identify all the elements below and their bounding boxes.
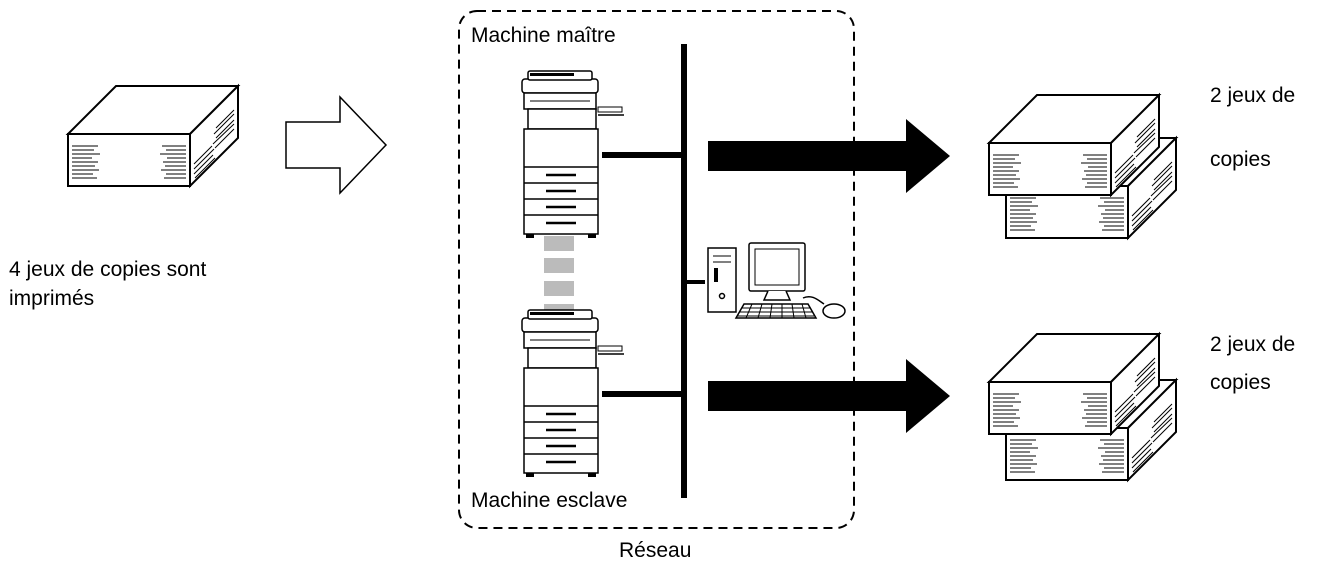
output-stack-top — [988, 94, 1177, 239]
computer-icon — [707, 242, 846, 319]
output-arrow-bottom — [708, 359, 950, 433]
tandem-link — [544, 236, 574, 318]
input-paper-stack — [67, 85, 239, 187]
output-bottom-label-line1: 2 jeux de — [1210, 333, 1296, 356]
output-top-label-line1: 2 jeux de — [1210, 84, 1296, 107]
slave-machine-label: Machine esclave — [471, 489, 628, 512]
network-boundary — [458, 10, 855, 529]
master-machine-label: Machine maître — [471, 24, 616, 47]
output-arrow-top — [708, 119, 950, 193]
input-caption-line1: 4 jeux de copies sont — [9, 258, 207, 281]
network-label: Réseau — [619, 539, 692, 562]
output-stack-bottom — [988, 333, 1177, 481]
input-caption-line2: imprimés — [9, 287, 95, 310]
output-bottom-label-line2: copies — [1210, 371, 1271, 394]
network-lines — [602, 44, 705, 498]
output-top-label-line2: copies — [1210, 148, 1271, 171]
process-arrow — [285, 95, 388, 195]
